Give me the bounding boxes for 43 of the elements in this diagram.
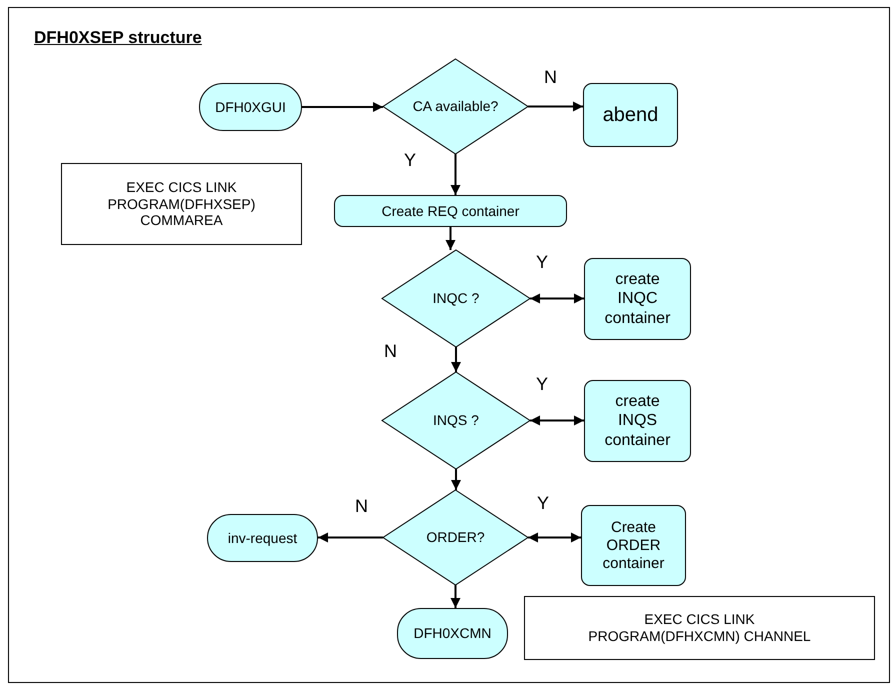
node-text: inv-request	[228, 530, 298, 546]
node-text: DFH0XGUI	[215, 98, 286, 116]
node-text: INQC ?	[432, 290, 480, 307]
edge-label: N	[354, 497, 369, 515]
arrow	[302, 102, 383, 112]
node-text: Create ORDER container	[602, 518, 666, 572]
process-box	[584, 380, 691, 462]
node-text: CA available?	[412, 98, 498, 115]
note-box	[61, 163, 302, 245]
arrow	[451, 469, 461, 490]
arrow	[451, 347, 461, 372]
node-text: EXEC CICS LINK PROGRAM(DFHXCMN) CHANNEL	[587, 611, 812, 645]
note-box	[524, 596, 875, 660]
terminator-shape	[199, 83, 302, 131]
arrow	[318, 532, 383, 542]
edge-label: Y	[535, 253, 550, 271]
arrow	[450, 154, 460, 195]
arrow	[528, 102, 583, 112]
edge-label: N	[383, 342, 398, 360]
edge-label: Y	[535, 375, 550, 393]
process-box	[584, 258, 691, 340]
node-text: DFH0XCMN	[414, 625, 492, 642]
terminator-shape	[207, 514, 318, 562]
node-text: ORDER?	[426, 529, 485, 546]
process-box	[581, 505, 686, 586]
process-box	[334, 195, 567, 227]
arrow	[530, 294, 584, 304]
node-text: EXEC CICS LINK PROGRAM(DFHXSEP) COMMAREA	[106, 178, 256, 230]
arrow	[446, 227, 456, 250]
arrow	[528, 532, 581, 542]
edge-label: Y	[403, 151, 418, 169]
node-text: create INQC container	[604, 270, 672, 328]
node-text: abend	[602, 103, 658, 127]
edge-label: N	[543, 68, 558, 86]
process-box	[583, 83, 678, 147]
arrow	[450, 585, 460, 608]
edge-label: Y	[536, 494, 550, 512]
node-text: Create REQ container	[382, 202, 520, 220]
node-text: create INQS container	[604, 392, 672, 450]
arrow	[530, 416, 584, 426]
terminator-shape	[397, 608, 508, 659]
diagram-title: DFH0XSEP structure	[34, 28, 202, 48]
node-text: INQS ?	[433, 412, 479, 429]
